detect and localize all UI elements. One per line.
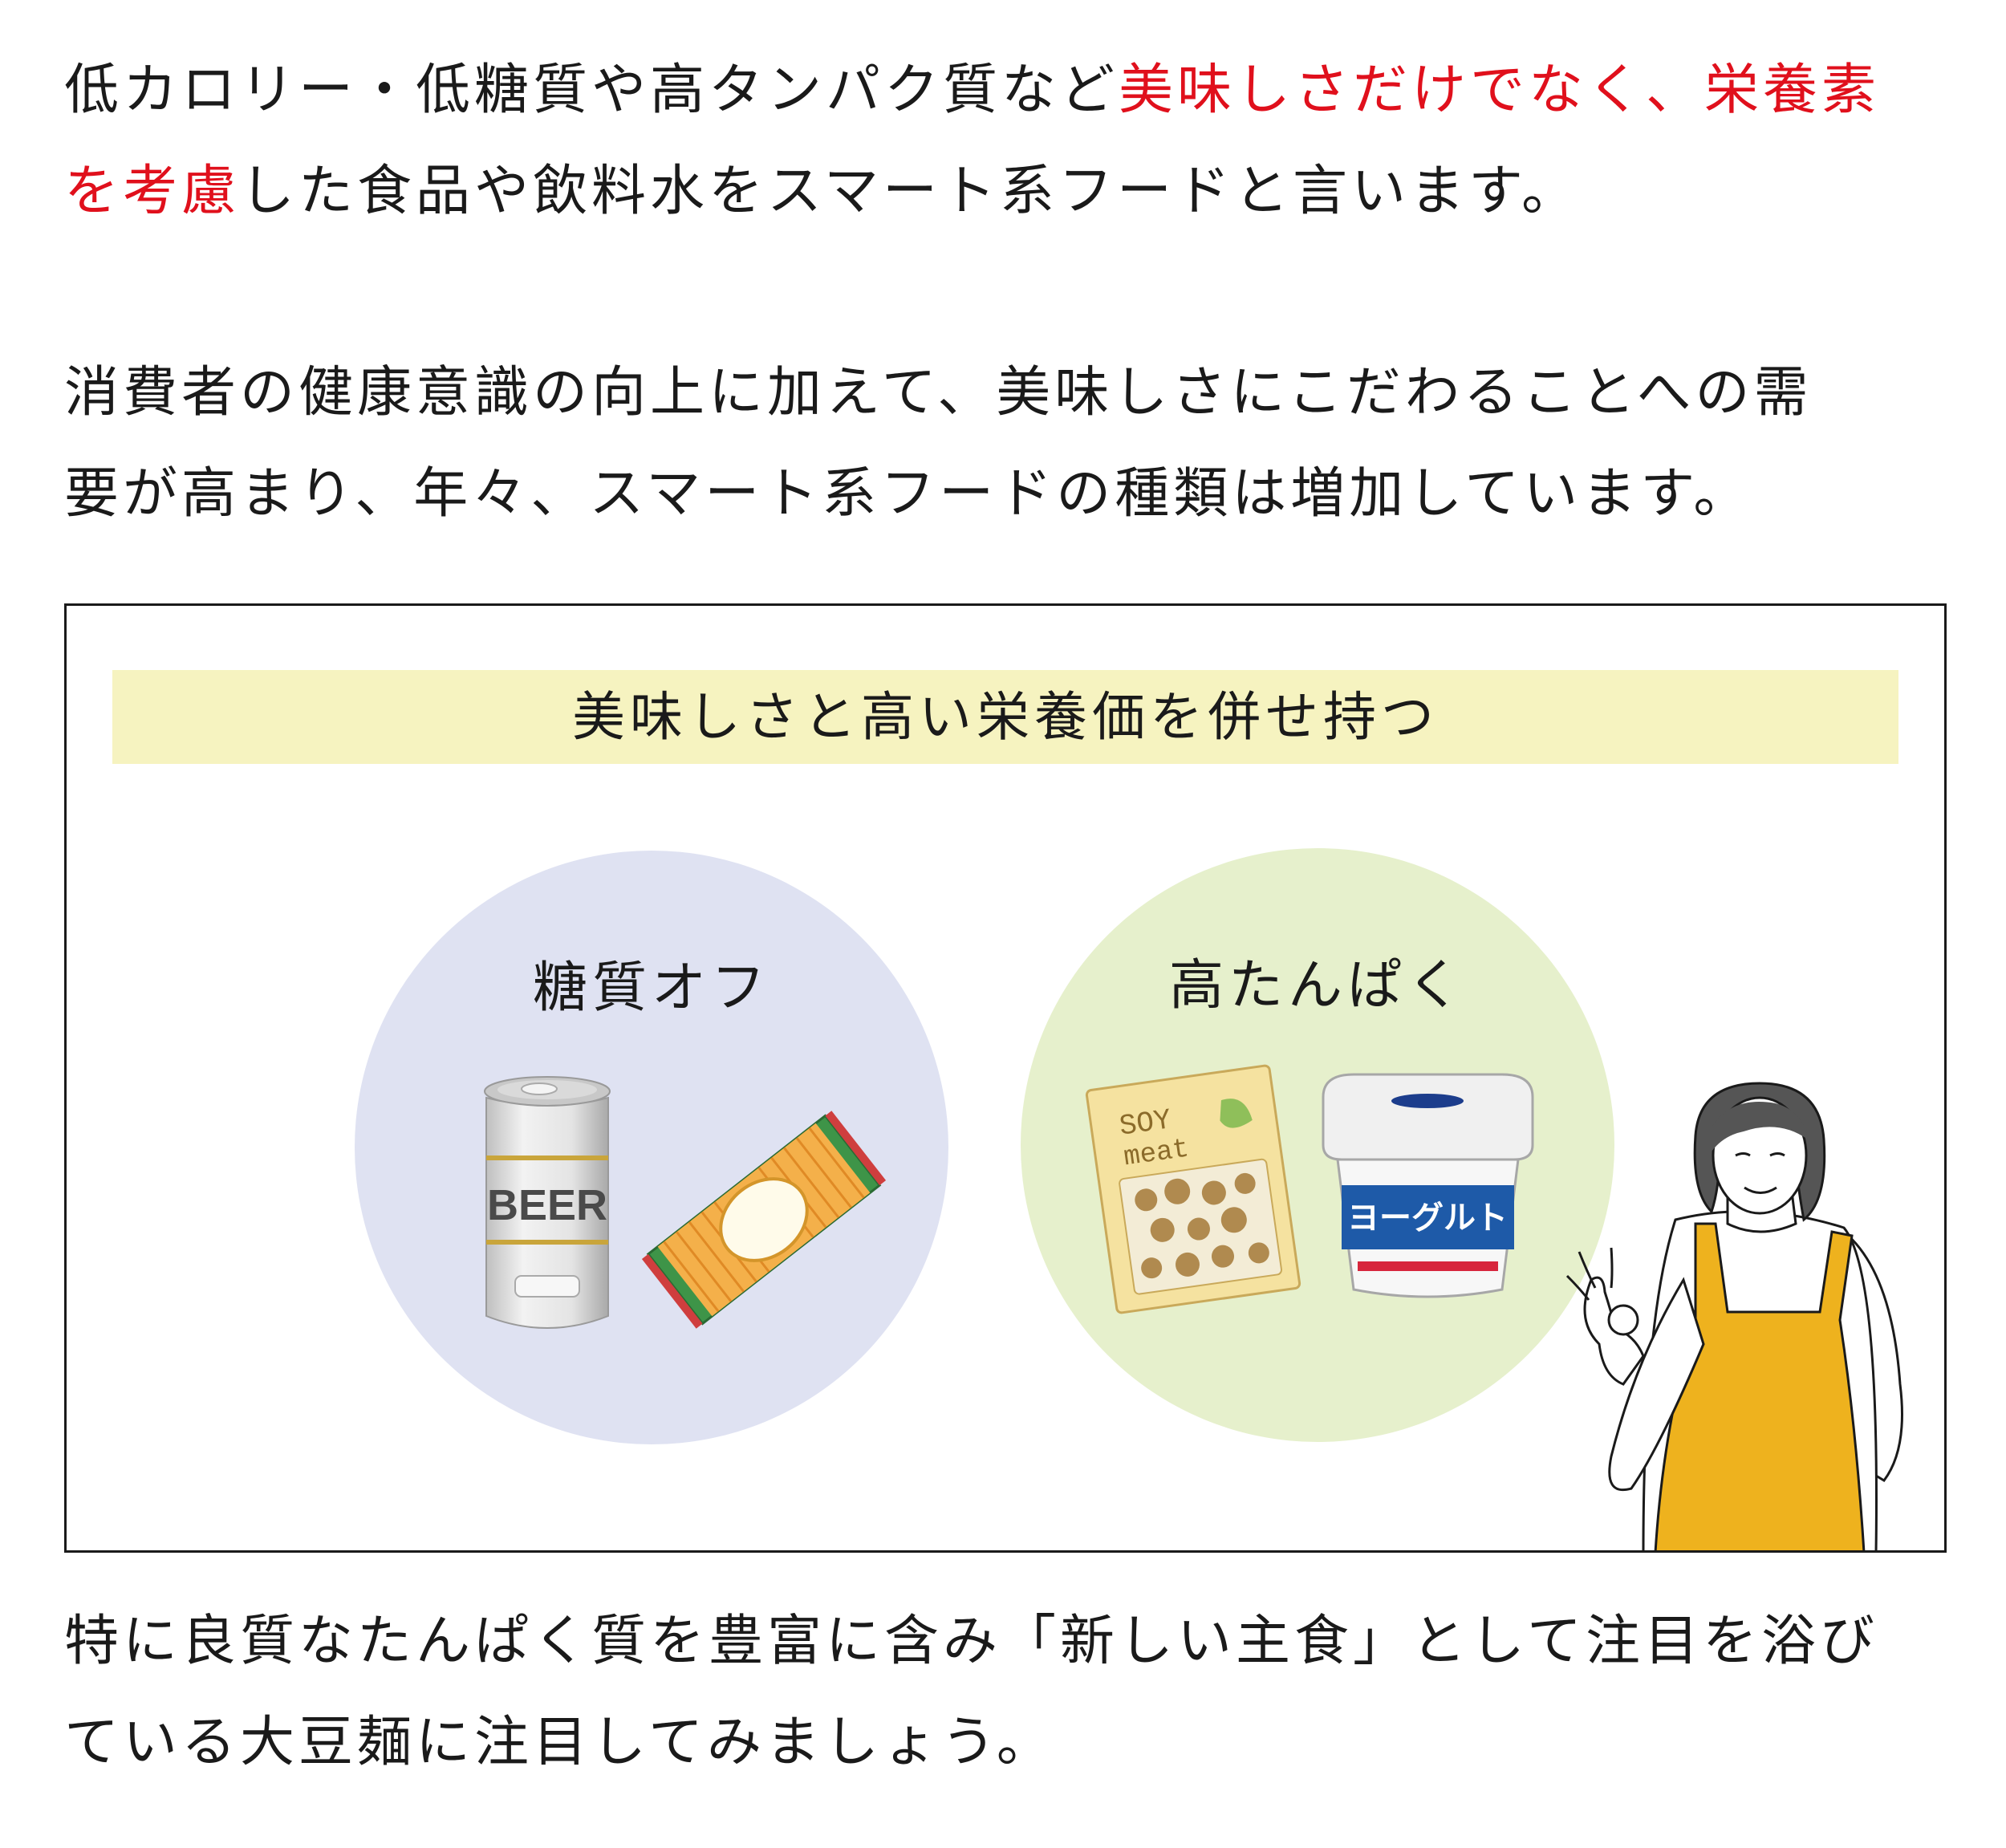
figure-box: 美味しさと高い栄養価を併せ持つ 糖質オフ BEER — [64, 603, 1947, 1553]
closing-paragraph: 特に良質なたんぱく質を豊富に含み「新しい主食」として注目を浴び ている大豆麺に注… — [64, 1591, 1958, 1793]
soy-meat-pack-icon: SOY meat — [1085, 1064, 1301, 1314]
soy-pack-text: SOY — [1117, 1103, 1173, 1143]
beer-can-label: BEER — [487, 1181, 607, 1229]
snack-bar-icon — [641, 1111, 887, 1329]
closing-line-1: 特に良質なたんぱく質を豊富に含み「新しい主食」として注目を浴び — [64, 1610, 1878, 1673]
intro-paragraph: 低カロリー・低糖質や高タンパク質など美味しさだけでなく、栄養素 を考慮した食品や… — [64, 40, 1958, 242]
high-protein-circle: 高たんぱく SOY meat ヨーグルト — [1021, 848, 1614, 1442]
intro-line-1: 低カロリー・低糖質や高タンパク質など美味しさだけでなく、栄養素 — [64, 59, 1881, 122]
trend-line-2: 要が高まり、年々、スマート系フードの種類は増加しています。 — [64, 462, 1752, 526]
low-sugar-circle: 糖質オフ BEER — [355, 851, 948, 1444]
intro-line-2: を考慮した食品や飲料水をスマート系フードと言います。 — [64, 160, 1581, 223]
high-protein-label: 高たんぱく — [1168, 954, 1466, 1017]
figure-banner: 美味しさと高い栄養価を併せ持つ — [112, 670, 1898, 764]
closing-line-2: ている大豆麺に注目してみましょう。 — [64, 1711, 1055, 1774]
trend-line-1: 消費者の健康意識の向上に加えて、美味しさにこだわることへの需 — [64, 361, 1813, 424]
yogurt-label: ヨーグルト — [1347, 1200, 1508, 1236]
low-sugar-label: 糖質オフ — [532, 956, 770, 1020]
highlight-text: を考慮 — [64, 160, 241, 223]
trend-paragraph: 消費者の健康意識の向上に加えて、美味しさにこだわることへの需 要が高まり、年々、… — [64, 343, 1958, 545]
highlight-text: 美味しさだけでなく、栄養素 — [1119, 59, 1881, 122]
shop-staff-illustration — [1565, 1082, 1903, 1550]
beer-can-icon: BEER — [484, 1076, 611, 1329]
yogurt-cup-icon: ヨーグルト — [1322, 1073, 1534, 1298]
